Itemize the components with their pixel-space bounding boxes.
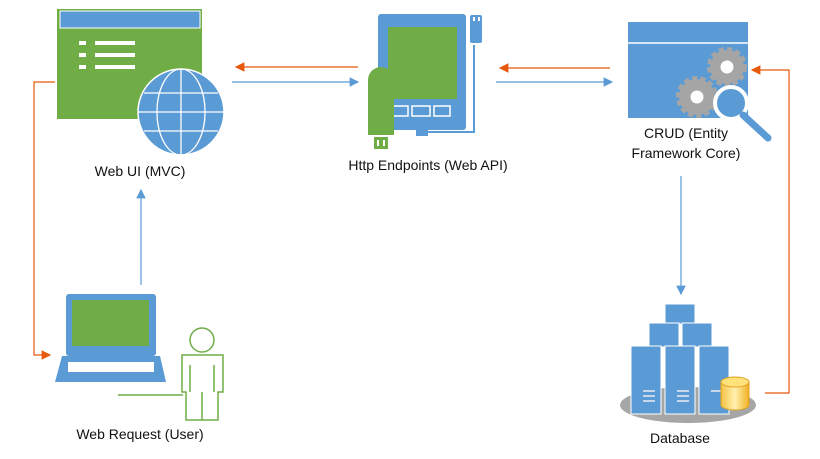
window-gears-icon xyxy=(628,22,772,142)
crud-label-line2: Framework Core) xyxy=(632,145,741,161)
browser-globe-icon xyxy=(57,9,225,156)
http-endpoints-label: Http Endpoints (Web API) xyxy=(348,157,507,173)
crud-label-line1: CRUD (Entity xyxy=(644,125,728,141)
web-ui-label: Web UI (MVC) xyxy=(95,163,186,179)
server-stack-icon xyxy=(620,303,756,423)
laptop-user-icon xyxy=(55,294,224,421)
tablet-usb-icon xyxy=(368,14,482,149)
arrow-webui-to-user xyxy=(33,81,55,360)
database-label: Database xyxy=(650,430,710,446)
web-request-label: Web Request (User) xyxy=(76,426,203,442)
arrow-database-to-crud xyxy=(750,65,790,394)
